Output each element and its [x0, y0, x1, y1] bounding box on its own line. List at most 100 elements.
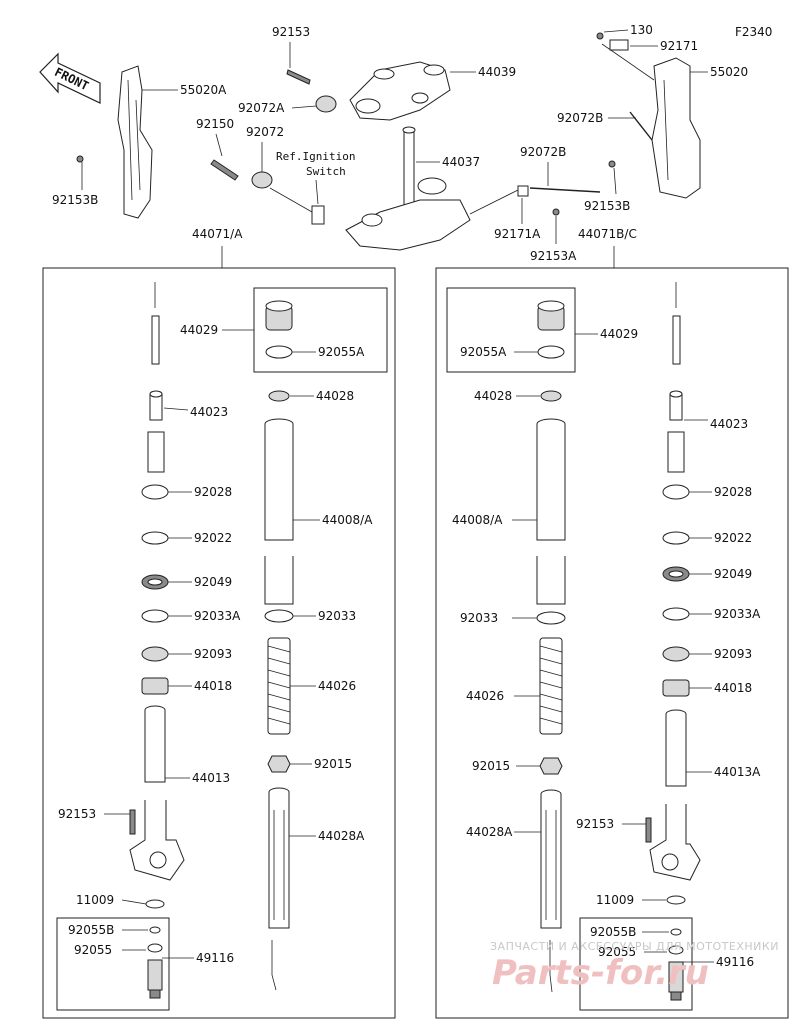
left-label-92049: 92049	[194, 575, 232, 589]
right-label-44013A: 44013A	[714, 765, 761, 779]
watermark-brand: Parts-for.ru	[492, 953, 709, 993]
left-spring-44026	[267, 637, 291, 735]
right-gasket-11009	[666, 895, 686, 905]
left-label-44023: 44023	[190, 405, 228, 419]
right-bolt-92153	[645, 817, 652, 843]
right-label-11009: 11009	[596, 893, 634, 907]
right-label-92055B: 92055B	[590, 925, 636, 939]
bolt-92153-top	[286, 69, 311, 85]
label-130: 130	[630, 23, 653, 37]
left-label-44028A: 44028A	[318, 829, 365, 843]
left-tube-44013	[144, 705, 166, 783]
right-label-92015: 92015	[472, 759, 510, 773]
left-oring-92055	[147, 943, 163, 953]
left-oring-92055B	[149, 926, 161, 934]
label-92171A: 92171A	[494, 227, 541, 241]
diagram-code: F2340	[735, 25, 772, 39]
bolt-92153A	[552, 208, 560, 216]
right-label-44028A: 44028A	[466, 825, 513, 839]
left-collar-44028	[268, 390, 290, 402]
right-label-92055: 92055	[598, 945, 636, 959]
front-arrow-icon: FRONT	[39, 52, 101, 104]
screw-130	[596, 32, 604, 40]
left-bolt-49116	[147, 959, 163, 999]
right-label-92033: 92033	[460, 611, 498, 625]
bolt-92153B-right	[608, 160, 616, 168]
label-44039: 44039	[478, 65, 516, 79]
right-box-49116	[579, 917, 693, 1011]
label-55020A: 55020A	[180, 83, 227, 97]
bolt-92153B-left	[76, 155, 84, 163]
left-label-44026: 44026	[318, 679, 356, 693]
left-label-44008A: 44008/A	[322, 513, 373, 527]
label-92171: 92171	[660, 39, 698, 53]
right-label-92153: 92153	[576, 817, 614, 831]
label-92153B-left: 92153B	[52, 193, 98, 207]
left-label-92093: 92093	[194, 647, 232, 661]
left-inner-tube-44008A	[264, 418, 294, 605]
right-ring-92028	[662, 484, 690, 500]
right-washer-92022	[662, 531, 690, 545]
assembly-right-frame	[435, 267, 789, 1019]
right-label-44018: 44018	[714, 681, 752, 695]
grommet-92072A	[315, 95, 337, 113]
label-44037: 44037	[442, 155, 480, 169]
left-ring-92028	[141, 484, 169, 500]
right-tube-44013A	[665, 709, 687, 787]
left-cap-bolt-44029	[265, 300, 293, 331]
right-bolt-49116	[668, 961, 684, 1001]
right-label-44029: 44029	[600, 327, 638, 341]
label-92150: 92150	[196, 117, 234, 131]
left-label-92015: 92015	[314, 757, 352, 771]
left-label-92033A: 92033A	[194, 609, 241, 623]
right-label-92033A: 92033A	[714, 607, 761, 621]
label-92153B-right: 92153B	[584, 199, 630, 213]
right-label-44008A: 44008/A	[452, 513, 503, 527]
right-bushing-44018	[662, 679, 690, 697]
left-gasket-11009	[145, 899, 165, 909]
right-circlip-92033A	[662, 607, 690, 621]
right-label-92049: 92049	[714, 567, 752, 581]
right-oring-92055A	[537, 345, 565, 359]
right-cartridge-44028A	[540, 789, 562, 993]
label-92072B-a: 92072B	[557, 111, 603, 125]
grommet-92072	[251, 171, 273, 189]
left-cartridge-44028A	[268, 787, 290, 991]
clamp-92171	[609, 39, 629, 51]
fork-cover-right	[651, 57, 701, 199]
watermark-caption: ЗАПЧАСТИ И АКСЕССУАРЫ ДЛЯ МОТОТЕХНИКИ	[490, 940, 779, 953]
label-92072A: 92072A	[238, 101, 285, 115]
right-cap-bolt-44029	[537, 300, 565, 331]
left-label-92022: 92022	[194, 531, 232, 545]
label-55020: 55020	[710, 65, 748, 79]
left-dust-seal-92093	[141, 646, 169, 662]
label-92072B-b: 92072B	[520, 145, 566, 159]
right-label-92022: 92022	[714, 531, 752, 545]
bolt-92150	[210, 159, 239, 181]
right-outer-tube-lower	[649, 804, 701, 881]
left-oring-92055A	[265, 345, 293, 359]
upper-bracket-44039	[349, 61, 451, 121]
right-label-44023: 44023	[710, 417, 748, 431]
left-bolt-92153	[129, 809, 136, 835]
left-label-92055: 92055	[74, 943, 112, 957]
ignition-switch-ref	[311, 205, 325, 225]
right-box-44029	[446, 287, 576, 373]
right-label-92055A: 92055A	[460, 345, 507, 359]
left-bushing-44018	[141, 677, 169, 695]
fork-cover-left	[117, 65, 153, 219]
clamp-92171A	[517, 185, 529, 197]
label-92072: 92072	[246, 125, 284, 139]
left-label-92153: 92153	[58, 807, 96, 821]
right-label-44028: 44028	[474, 389, 512, 403]
right-dust-seal-92093	[662, 646, 690, 662]
right-oring-92055B	[670, 928, 682, 936]
assembly-right-title: 44071B/C	[578, 227, 637, 241]
assembly-left-title: 44071/A	[192, 227, 243, 241]
left-nut-92015	[267, 755, 291, 773]
right-oring-92033	[536, 611, 566, 625]
left-label-92055A: 92055A	[318, 345, 365, 359]
left-label-92028: 92028	[194, 485, 232, 499]
left-label-44028: 44028	[316, 389, 354, 403]
